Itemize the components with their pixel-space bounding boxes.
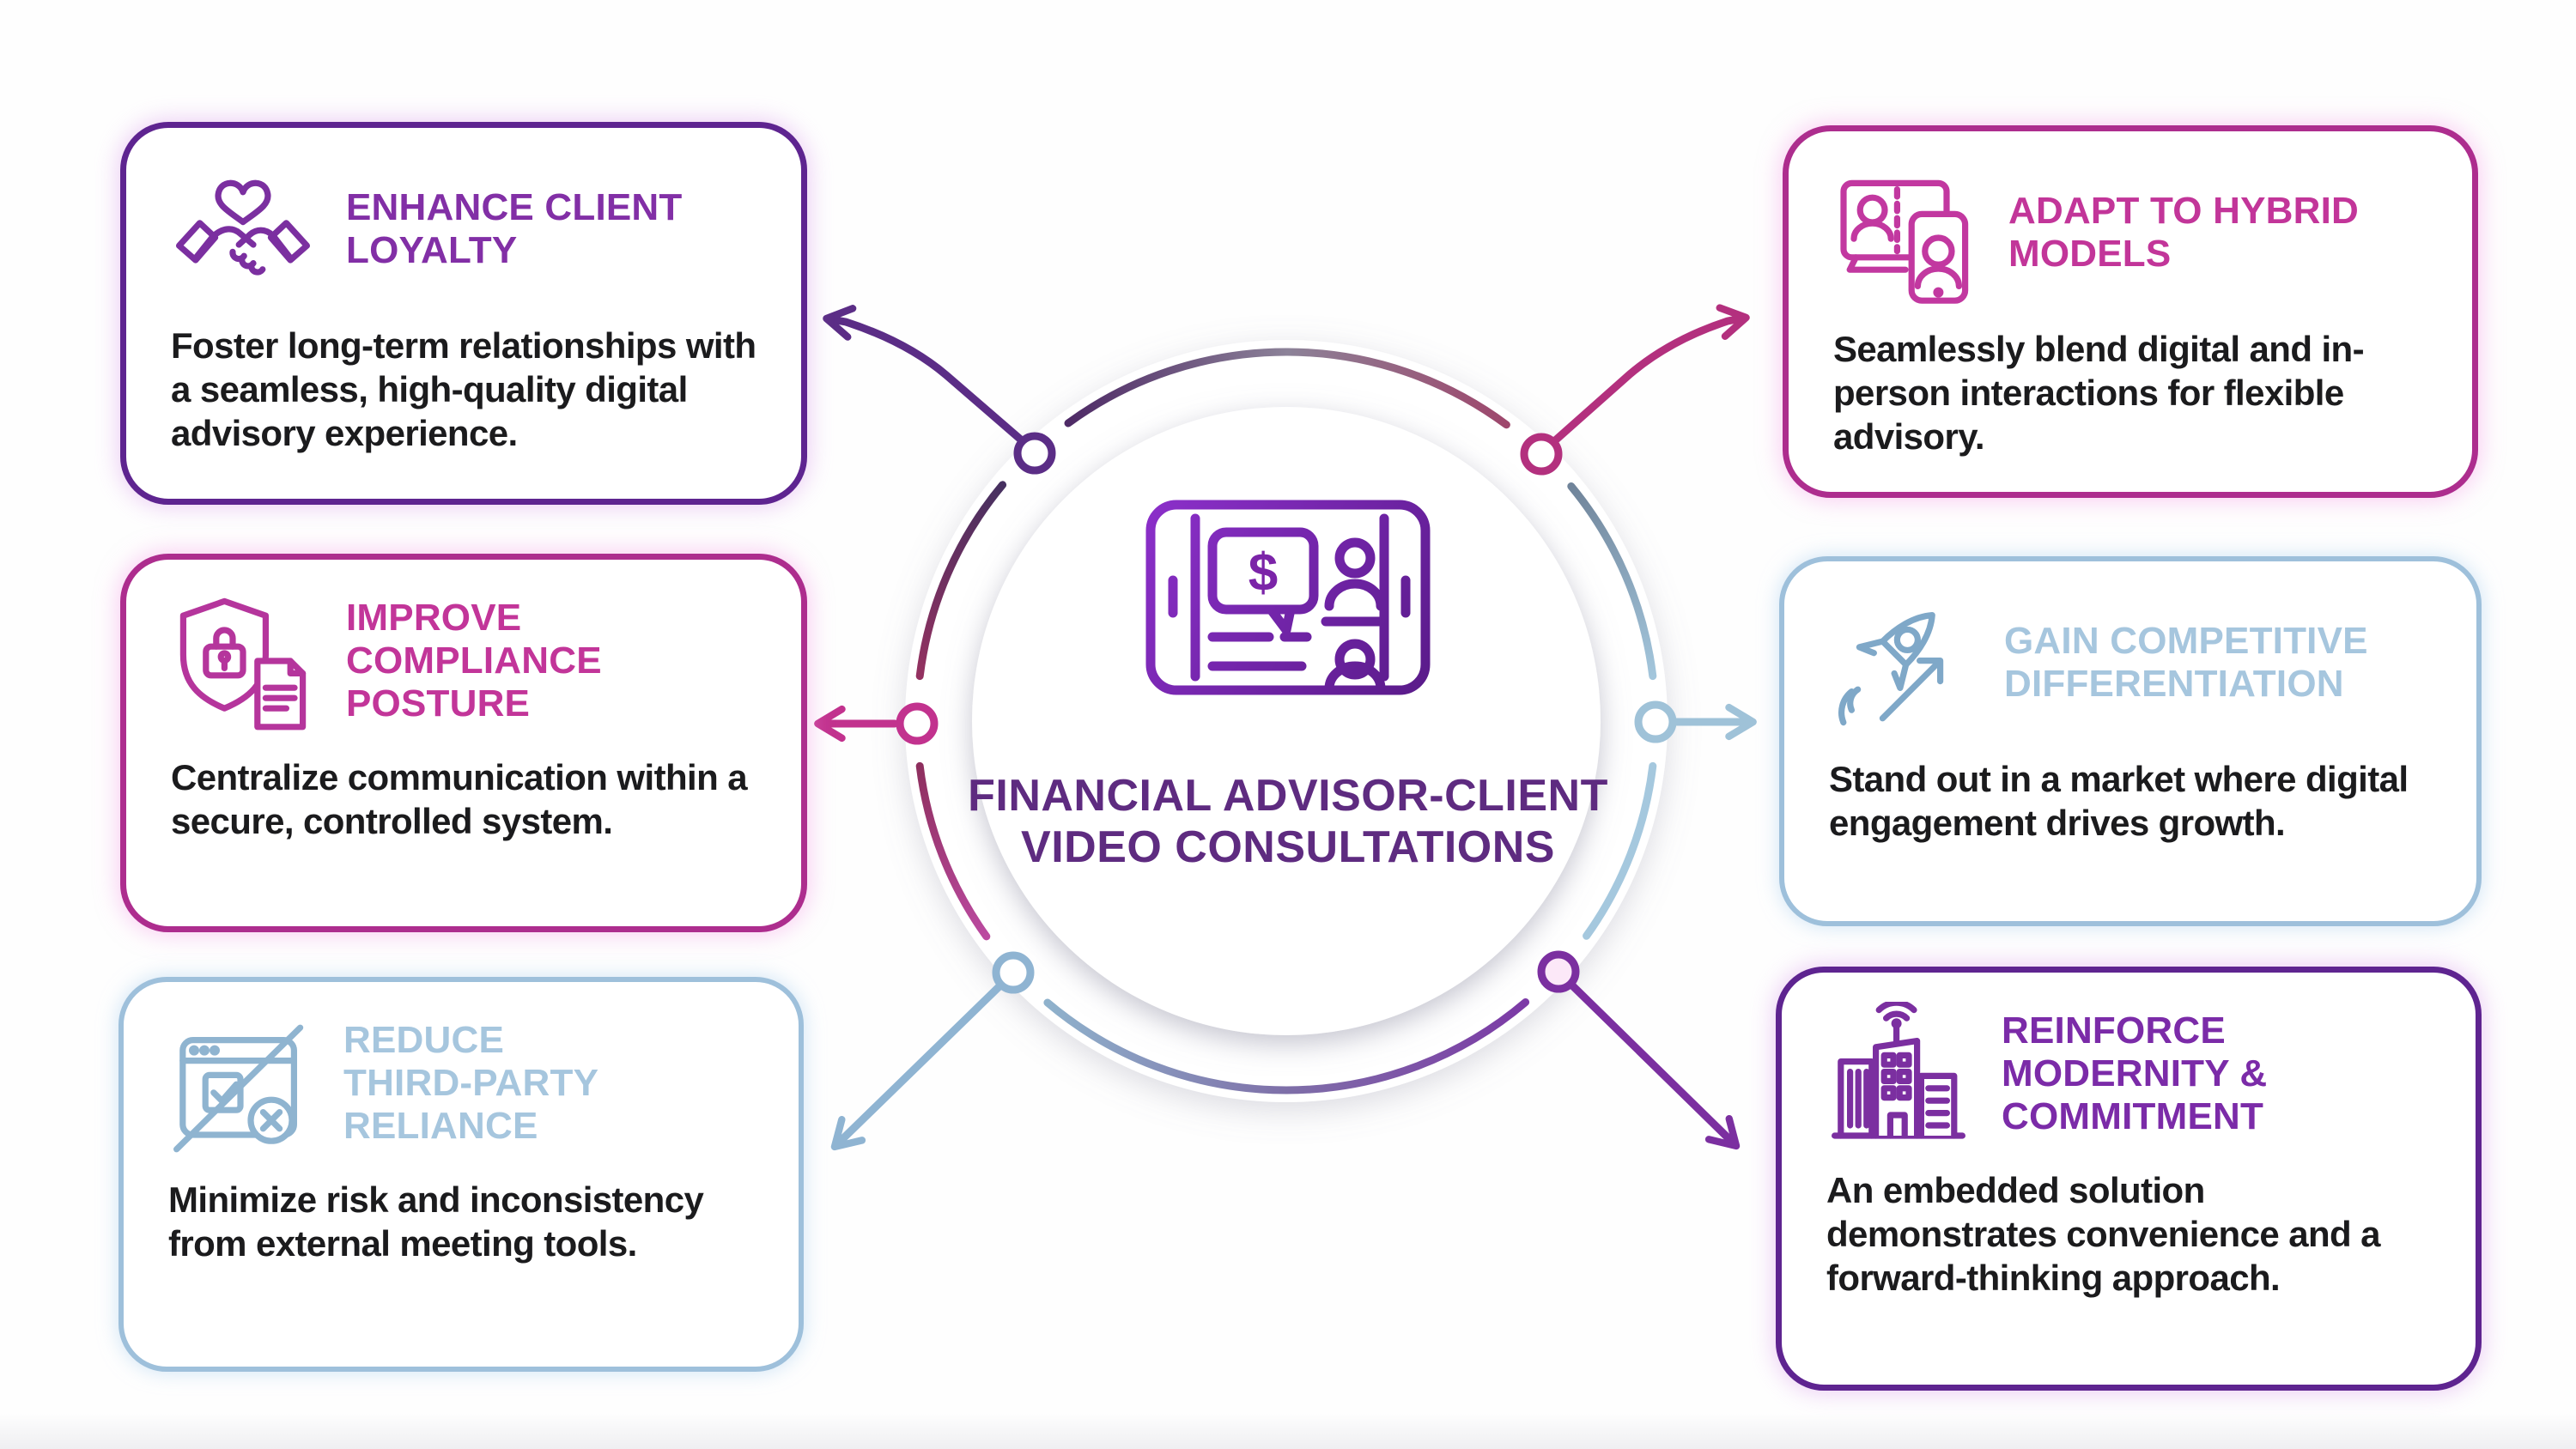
shield-lock-document-icon [171, 589, 315, 733]
card-title: ADAPT TO HYBRID MODELS [2008, 190, 2359, 275]
benefit-card-adapt-to-hybrid-models: ADAPT TO HYBRID MODELS Seamlessly blend … [1783, 125, 2478, 498]
card-title-line: REDUCE [343, 1019, 504, 1062]
arrow-top-left [823, 305, 1027, 446]
card-title: GAIN COMPETITIVE DIFFERENTIATION [2004, 620, 2368, 705]
hub-title-line: VIDEO CONSULTATIONS [1021, 822, 1555, 873]
benefit-card-reinforce-modernity-commitment: REINFORCE MODERNITY & COMMITMENT An embe… [1776, 967, 2482, 1391]
hybrid-devices-users-icon [1833, 161, 1978, 305]
card-header: REINFORCE MODERNITY & COMMITMENT [1826, 1002, 2433, 1146]
card-title-line: THIRD-PARTY [343, 1062, 599, 1105]
rocket-growth-icon [1829, 591, 1973, 735]
hub-inner-disc [972, 407, 1601, 1035]
smart-building-icon [1826, 1002, 1971, 1146]
card-header: GAIN COMPETITIVE DIFFERENTIATION [1829, 591, 2433, 735]
card-title: REDUCE THIRD-PARTY RELIANCE [343, 1019, 598, 1147]
video-consultation-tablet-icon [1145, 500, 1431, 695]
node-left [896, 702, 939, 745]
card-header: ENHANCE CLIENT LOYALTY [171, 157, 758, 301]
card-title: ENHANCE CLIENT LOYALTY [346, 186, 682, 271]
hub-title-line: FINANCIAL ADVISOR-CLIENT [968, 771, 1608, 821]
card-title-line: ADAPT TO HYBRID [2008, 190, 2359, 233]
card-title-line: LOYALTY [346, 229, 518, 271]
card-title-line: GAIN COMPETITIVE [2004, 620, 2368, 663]
card-title-line: REINFORCE [2002, 1009, 2226, 1052]
benefit-card-gain-competitive-differentiation: GAIN COMPETITIVE DIFFERENTIATION Stand o… [1779, 556, 2482, 926]
card-body: Centralize communication within a secure… [171, 757, 748, 842]
arrow-top-right [1549, 304, 1750, 446]
benefit-card-reduce-third-party-reliance: REDUCE THIRD-PARTY RELIANCE Minimize ris… [118, 977, 804, 1372]
card-body: Seamlessly blend digital and in-person i… [1833, 329, 2365, 458]
card-title: REINFORCE MODERNITY & COMMITMENT [2002, 1009, 2267, 1137]
node-bottom-right [1537, 950, 1580, 993]
card-header: IMPROVE COMPLIANCE POSTURE [171, 589, 758, 733]
card-title-line: MODERNITY & [2002, 1052, 2268, 1095]
card-title-line: IMPROVE [346, 597, 522, 640]
node-right [1634, 700, 1677, 743]
dollar-sign: $ [1249, 543, 1278, 603]
card-title-line: COMMITMENT [2002, 1094, 2264, 1137]
card-body: Foster long-term relationships with a se… [171, 325, 756, 454]
card-header: ADAPT TO HYBRID MODELS [1833, 161, 2429, 305]
card-title-line: POSTURE [346, 682, 531, 724]
card-title-line: RELIANCE [343, 1104, 538, 1147]
card-title-line: MODELS [2008, 233, 2172, 275]
card-title: IMPROVE COMPLIANCE POSTURE [346, 597, 602, 724]
arrow-bottom-right [1566, 979, 1741, 1150]
hub-ring [915, 348, 1657, 1094]
hub-title: FINANCIAL ADVISOR-CLIENT VIDEO CONSULTAT… [953, 770, 1623, 874]
node-top-left [1013, 432, 1056, 475]
card-body: Stand out in a market where digital enga… [1829, 759, 2409, 844]
benefit-card-enhance-client-loyalty: ENHANCE CLIENT LOYALTY Foster long-term … [120, 122, 807, 505]
arrow-bottom-left [830, 980, 1005, 1151]
node-top-right [1520, 433, 1563, 476]
card-title-line: ENHANCE CLIENT [346, 186, 683, 229]
card-title-line: DIFFERENTIATION [2004, 663, 2344, 705]
handshake-heart-icon [171, 157, 315, 301]
browser-blocked-icon [168, 1011, 313, 1155]
benefit-card-improve-compliance-posture: IMPROVE COMPLIANCE POSTURE Centralize co… [120, 554, 807, 932]
card-header: REDUCE THIRD-PARTY RELIANCE [168, 1011, 756, 1155]
card-body: Minimize risk and inconsistency from ext… [168, 1179, 704, 1264]
node-bottom-left [992, 951, 1035, 994]
card-body: An embedded solution demonstrates conven… [1826, 1170, 2381, 1299]
card-title-line: COMPLIANCE [346, 640, 602, 682]
